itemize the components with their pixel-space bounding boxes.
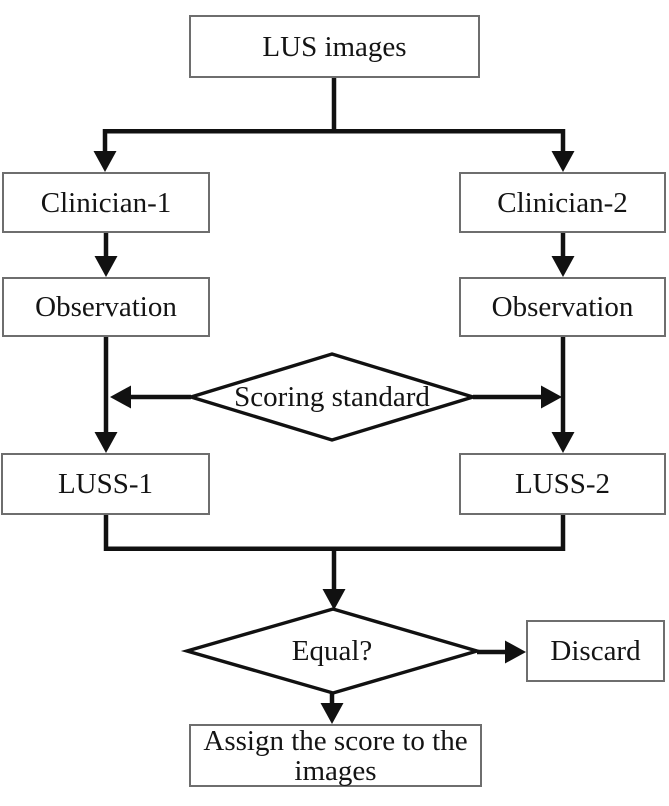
node-clinician-2-label: Clinician-2 [497,186,628,219]
arrowhead-scoring-left [110,385,131,409]
node-clinician-1-label: Clinician-1 [40,186,172,219]
arrowhead-to-clinician-1 [93,151,117,172]
node-clinician-2: Clinician-2 [459,172,666,233]
decision-scoring-standard-label: Scoring standard [234,381,430,413]
arrowhead-to-clinician-2 [551,151,575,172]
arrowhead-observation-left [94,256,118,277]
arrowhead-equal [322,589,346,610]
arrowhead-luss2 [551,432,575,453]
node-observation-right: Observation [459,277,666,337]
node-observation-left-label: Observation [35,291,177,323]
arrowhead-luss1 [94,432,118,453]
node-discard: Discard [526,620,665,682]
node-observation-left: Observation [2,277,210,337]
node-luss-1: LUSS-1 [1,453,210,515]
node-discard-label: Discard [550,635,641,667]
edge-luss-merge [103,515,566,551]
node-assign-score-line1: Assign the score to the [203,724,468,757]
decision-equal-label: Equal? [291,635,373,667]
node-lus-images-label: LUS images [262,30,407,63]
decision-scoring-standard-shape [185,352,479,442]
arrowhead-discard [505,640,526,664]
edge-split-bar [102,129,566,152]
node-clinician-1: Clinician-1 [2,172,210,233]
node-luss-1-label: LUSS-1 [57,468,154,500]
node-assign-score: Assign the score to the images [189,724,482,787]
arrowhead-scoring-right [541,385,562,409]
node-luss-2-label: LUSS-2 [514,468,611,500]
arrowhead-assign [320,703,344,724]
arrowhead-observation-right [551,256,575,277]
node-lus-images: LUS images [189,15,480,78]
node-observation-right-label: Observation [491,291,634,323]
node-luss-2: LUSS-2 [459,453,666,515]
node-assign-score-line2: images [294,754,377,787]
